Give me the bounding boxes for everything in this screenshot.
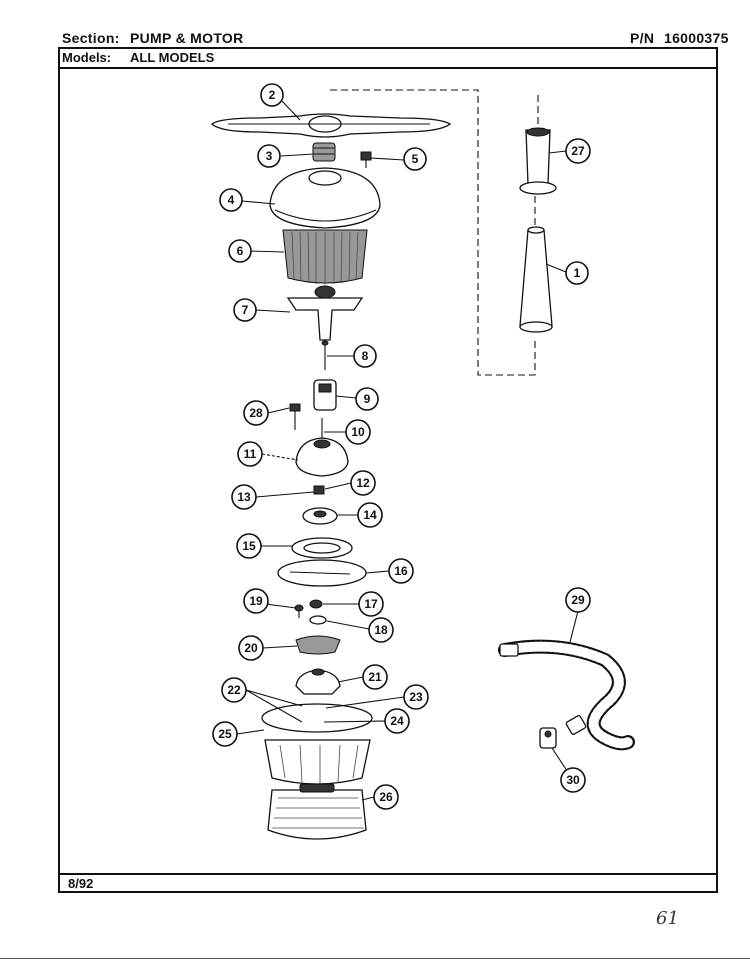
callout-2: 2	[260, 83, 284, 107]
svg-text:15: 15	[242, 539, 256, 553]
screw	[294, 604, 304, 618]
shaft-pin	[321, 340, 329, 370]
callout-22: 22	[221, 677, 247, 703]
svg-text:24: 24	[390, 714, 404, 728]
svg-text:28: 28	[249, 406, 263, 420]
models-row: Models: ALL MODELS	[58, 47, 718, 69]
svg-text:2: 2	[269, 88, 276, 102]
callout-27: 27	[565, 138, 591, 164]
svg-text:30: 30	[566, 773, 580, 787]
coupling	[313, 379, 337, 411]
callout-29: 29	[565, 587, 591, 613]
callout-23: 23	[403, 684, 429, 710]
bottom-rule	[0, 958, 750, 959]
svg-text:7: 7	[242, 303, 249, 317]
impeller	[302, 507, 338, 525]
motor	[267, 783, 367, 840]
models-label: Models:	[62, 50, 112, 65]
svg-text:16: 16	[394, 564, 408, 578]
callout-18: 18	[368, 617, 394, 643]
filter-screen	[282, 229, 368, 285]
nut	[313, 485, 325, 495]
callout-10: 10	[345, 419, 371, 445]
small-screw	[360, 151, 372, 168]
svg-text:8: 8	[362, 349, 369, 363]
svg-text:20: 20	[244, 641, 258, 655]
callout-15: 15	[236, 533, 262, 559]
callout-21: 21	[362, 664, 388, 690]
svg-text:17: 17	[364, 597, 378, 611]
callout-7: 7	[233, 298, 257, 322]
hose-clamp	[539, 727, 557, 749]
callout-12: 12	[350, 470, 376, 496]
svg-text:10: 10	[351, 425, 365, 439]
spray-arm	[211, 113, 452, 138]
svg-text:13: 13	[237, 490, 251, 504]
svg-text:23: 23	[409, 690, 423, 704]
footer-row: 8/92	[58, 873, 718, 893]
callout-8: 8	[353, 344, 377, 368]
section-value: PUMP & MOTOR	[130, 30, 244, 46]
svg-text:1: 1	[574, 266, 581, 280]
part-number-label: P/N	[630, 30, 655, 46]
callout-28: 28	[243, 400, 269, 426]
callout-5: 5	[403, 147, 427, 171]
callout-17: 17	[358, 591, 384, 617]
dashed-connector	[330, 89, 536, 376]
svg-text:11: 11	[244, 447, 257, 461]
callout-30: 30	[560, 767, 586, 793]
bolt	[289, 403, 301, 430]
svg-text:9: 9	[364, 392, 371, 406]
tube-cap	[519, 127, 557, 195]
svg-text:19: 19	[249, 594, 263, 608]
callout-9: 9	[355, 387, 379, 411]
callout-25: 25	[212, 721, 238, 747]
revision-date: 8/92	[68, 876, 94, 891]
pump-housing	[269, 167, 381, 229]
svg-text:4: 4	[228, 193, 235, 207]
gasket	[295, 635, 341, 655]
callout-3: 3	[257, 144, 281, 168]
callout-13: 13	[231, 484, 257, 510]
svg-text:5: 5	[412, 152, 419, 166]
callout-6: 6	[228, 239, 252, 263]
callout-14: 14	[357, 502, 383, 528]
pump-base	[295, 668, 341, 695]
handwritten-signature: 61	[656, 908, 679, 929]
svg-text:27: 27	[571, 144, 585, 158]
svg-text:29: 29	[571, 593, 585, 607]
callout-1: 1	[565, 261, 589, 285]
svg-text:3: 3	[266, 149, 273, 163]
svg-text:25: 25	[218, 727, 232, 741]
svg-text:6: 6	[237, 244, 244, 258]
pump-plate	[277, 559, 367, 587]
svg-text:14: 14	[363, 508, 377, 522]
drain-hose	[498, 639, 635, 751]
svg-text:18: 18	[374, 623, 388, 637]
motor-mount	[261, 703, 373, 785]
supply-tube	[519, 226, 553, 333]
section-label: Section:	[62, 30, 120, 46]
svg-text:26: 26	[379, 790, 393, 804]
models-value: ALL MODELS	[130, 50, 215, 65]
seal-ring	[291, 537, 353, 559]
leader-lines	[236, 100, 579, 801]
part-number-value: 16000375	[664, 30, 729, 46]
svg-text:22: 22	[227, 683, 241, 697]
callout-24: 24	[384, 708, 410, 734]
svg-text:21: 21	[368, 670, 382, 684]
callout-4: 4	[219, 188, 243, 212]
diagram-frame	[58, 47, 718, 893]
callout-11: 11	[237, 441, 263, 467]
spring	[312, 142, 336, 162]
inlet-bracket	[286, 285, 364, 341]
callout-26: 26	[373, 784, 399, 810]
callout-16: 16	[388, 558, 414, 584]
svg-text:12: 12	[356, 476, 370, 490]
callout-19: 19	[243, 588, 269, 614]
drain-valve	[309, 599, 327, 625]
pump-cover	[295, 437, 349, 477]
callout-20: 20	[238, 635, 264, 661]
